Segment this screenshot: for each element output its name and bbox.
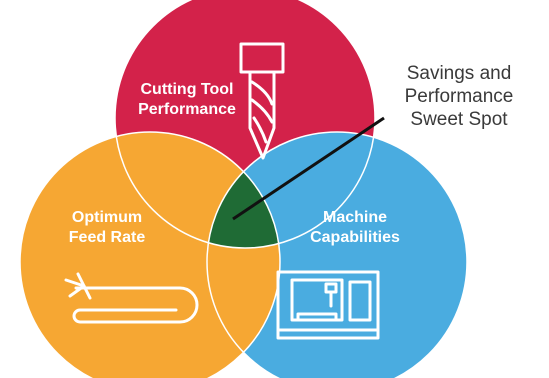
callout-pointer-line [232,116,385,221]
end-mill-icon [239,42,285,160]
overlap-top-right [207,132,375,248]
label-machine-capabilities: Machine Capabilities [298,208,412,248]
label-line: Cutting Tool [140,81,234,98]
label-line: Machine [322,209,387,226]
label-line: Feed Rate [68,229,146,246]
label-line: Performance [138,101,236,118]
circle-outlines [19,0,468,378]
label-line: Optimum [71,209,143,226]
label-optimum-feed-rate: Optimum Feed Rate [57,208,157,248]
label-line: Capabilities [310,229,400,246]
overlap-top-left [115,132,280,248]
callout-savings-sweet-spot: Savings and Performance Sweet Spot [384,62,534,131]
callout-line: Performance [404,86,514,107]
callout-line: Savings and [406,63,512,84]
feed-rate-icon [64,272,199,324]
label-cutting-tool-performance: Cutting Tool Performance [127,80,247,120]
callout-line: Sweet Spot [410,109,508,130]
cnc-machine-icon [276,270,380,340]
